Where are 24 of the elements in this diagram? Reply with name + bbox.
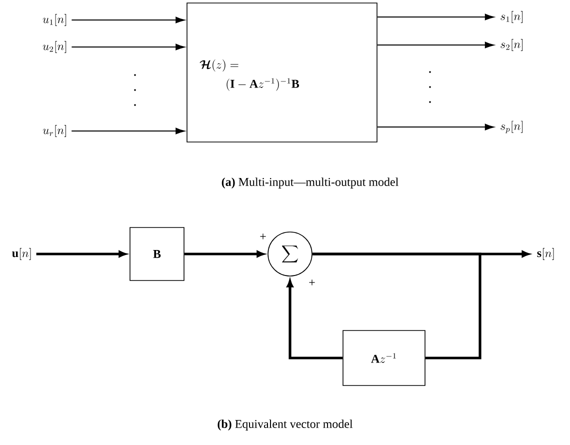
arrow [376, 14, 494, 20]
arrow [376, 42, 494, 48]
signal-label: $s_1[n]$ [500, 11, 523, 23]
signal-label: $u_2[n]$ [42, 41, 66, 53]
signal-label: $u_1[n]$ [42, 14, 66, 26]
sign-label: + [309, 280, 315, 286]
arrow [71, 128, 185, 134]
caption: (a) Multi-input—multi-output model [222, 178, 398, 188]
arrow [286, 280, 343, 360]
summing-junction: $\sum$ [268, 232, 312, 276]
arrow [71, 44, 185, 50]
arrow [36, 250, 126, 258]
signal-label: $s_2[n]$ [500, 39, 523, 51]
signal-label: $u_r[n]$ [42, 125, 66, 137]
arrow [184, 250, 264, 258]
block-box: $\mathbf{B}$ [130, 227, 184, 281]
caption: (b) Equivalent vector model [218, 420, 353, 430]
signal-label: $\mathbf{u}[n]$ [12, 248, 31, 260]
signal-label: $\mathbf{s}[n]$ [537, 248, 554, 260]
arrow [376, 124, 494, 130]
arrow [71, 16, 185, 24]
block-box: $\mathbf{A}z^{-1}$ [342, 330, 426, 386]
signal-label: $s_p[n]$ [500, 120, 523, 134]
transfer-function-box: $\bm{\mathcal{H}}(z) =$ $(\mathbf{I} - \mathbf{A}z^{-1})^{-1}\mathbf{B}$ [186, 2, 378, 142]
